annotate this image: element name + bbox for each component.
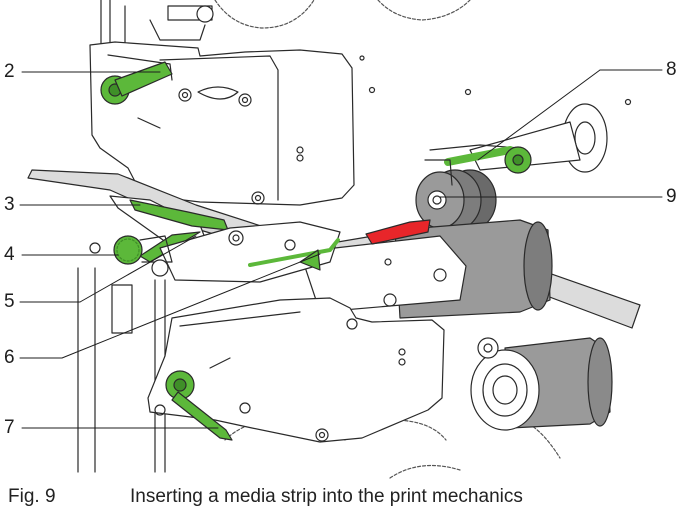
callout-9: 9 xyxy=(666,186,677,207)
print-mechanics-diagram xyxy=(19,0,663,479)
print-drum xyxy=(299,219,553,319)
frame-rails xyxy=(77,0,166,473)
figure-caption-text: Inserting a media strip into the print m… xyxy=(130,486,523,507)
callout-4: 4 xyxy=(4,244,15,265)
callout-6: 6 xyxy=(4,347,15,368)
supply-roll xyxy=(470,337,613,431)
ribbon-guide-roller xyxy=(415,159,497,231)
lower-bracket xyxy=(147,297,445,443)
callout-8: 8 xyxy=(666,59,677,80)
ribbon-spindle xyxy=(429,103,608,174)
figure-caption: Fig. 9 Inserting a media strip into the p… xyxy=(8,486,523,508)
figure-number: Fig. 9 xyxy=(8,486,56,507)
printhead-lever xyxy=(100,61,173,105)
leader-lines xyxy=(19,69,663,429)
callout-2: 2 xyxy=(4,61,15,82)
red-clamp xyxy=(365,219,431,245)
callout-5: 5 xyxy=(4,291,15,312)
upper-printhead-bracket xyxy=(89,5,632,206)
pivot-bracket xyxy=(159,221,341,283)
locking-knob xyxy=(113,235,173,277)
callout-3: 3 xyxy=(4,194,15,215)
callout-7: 7 xyxy=(4,417,15,438)
